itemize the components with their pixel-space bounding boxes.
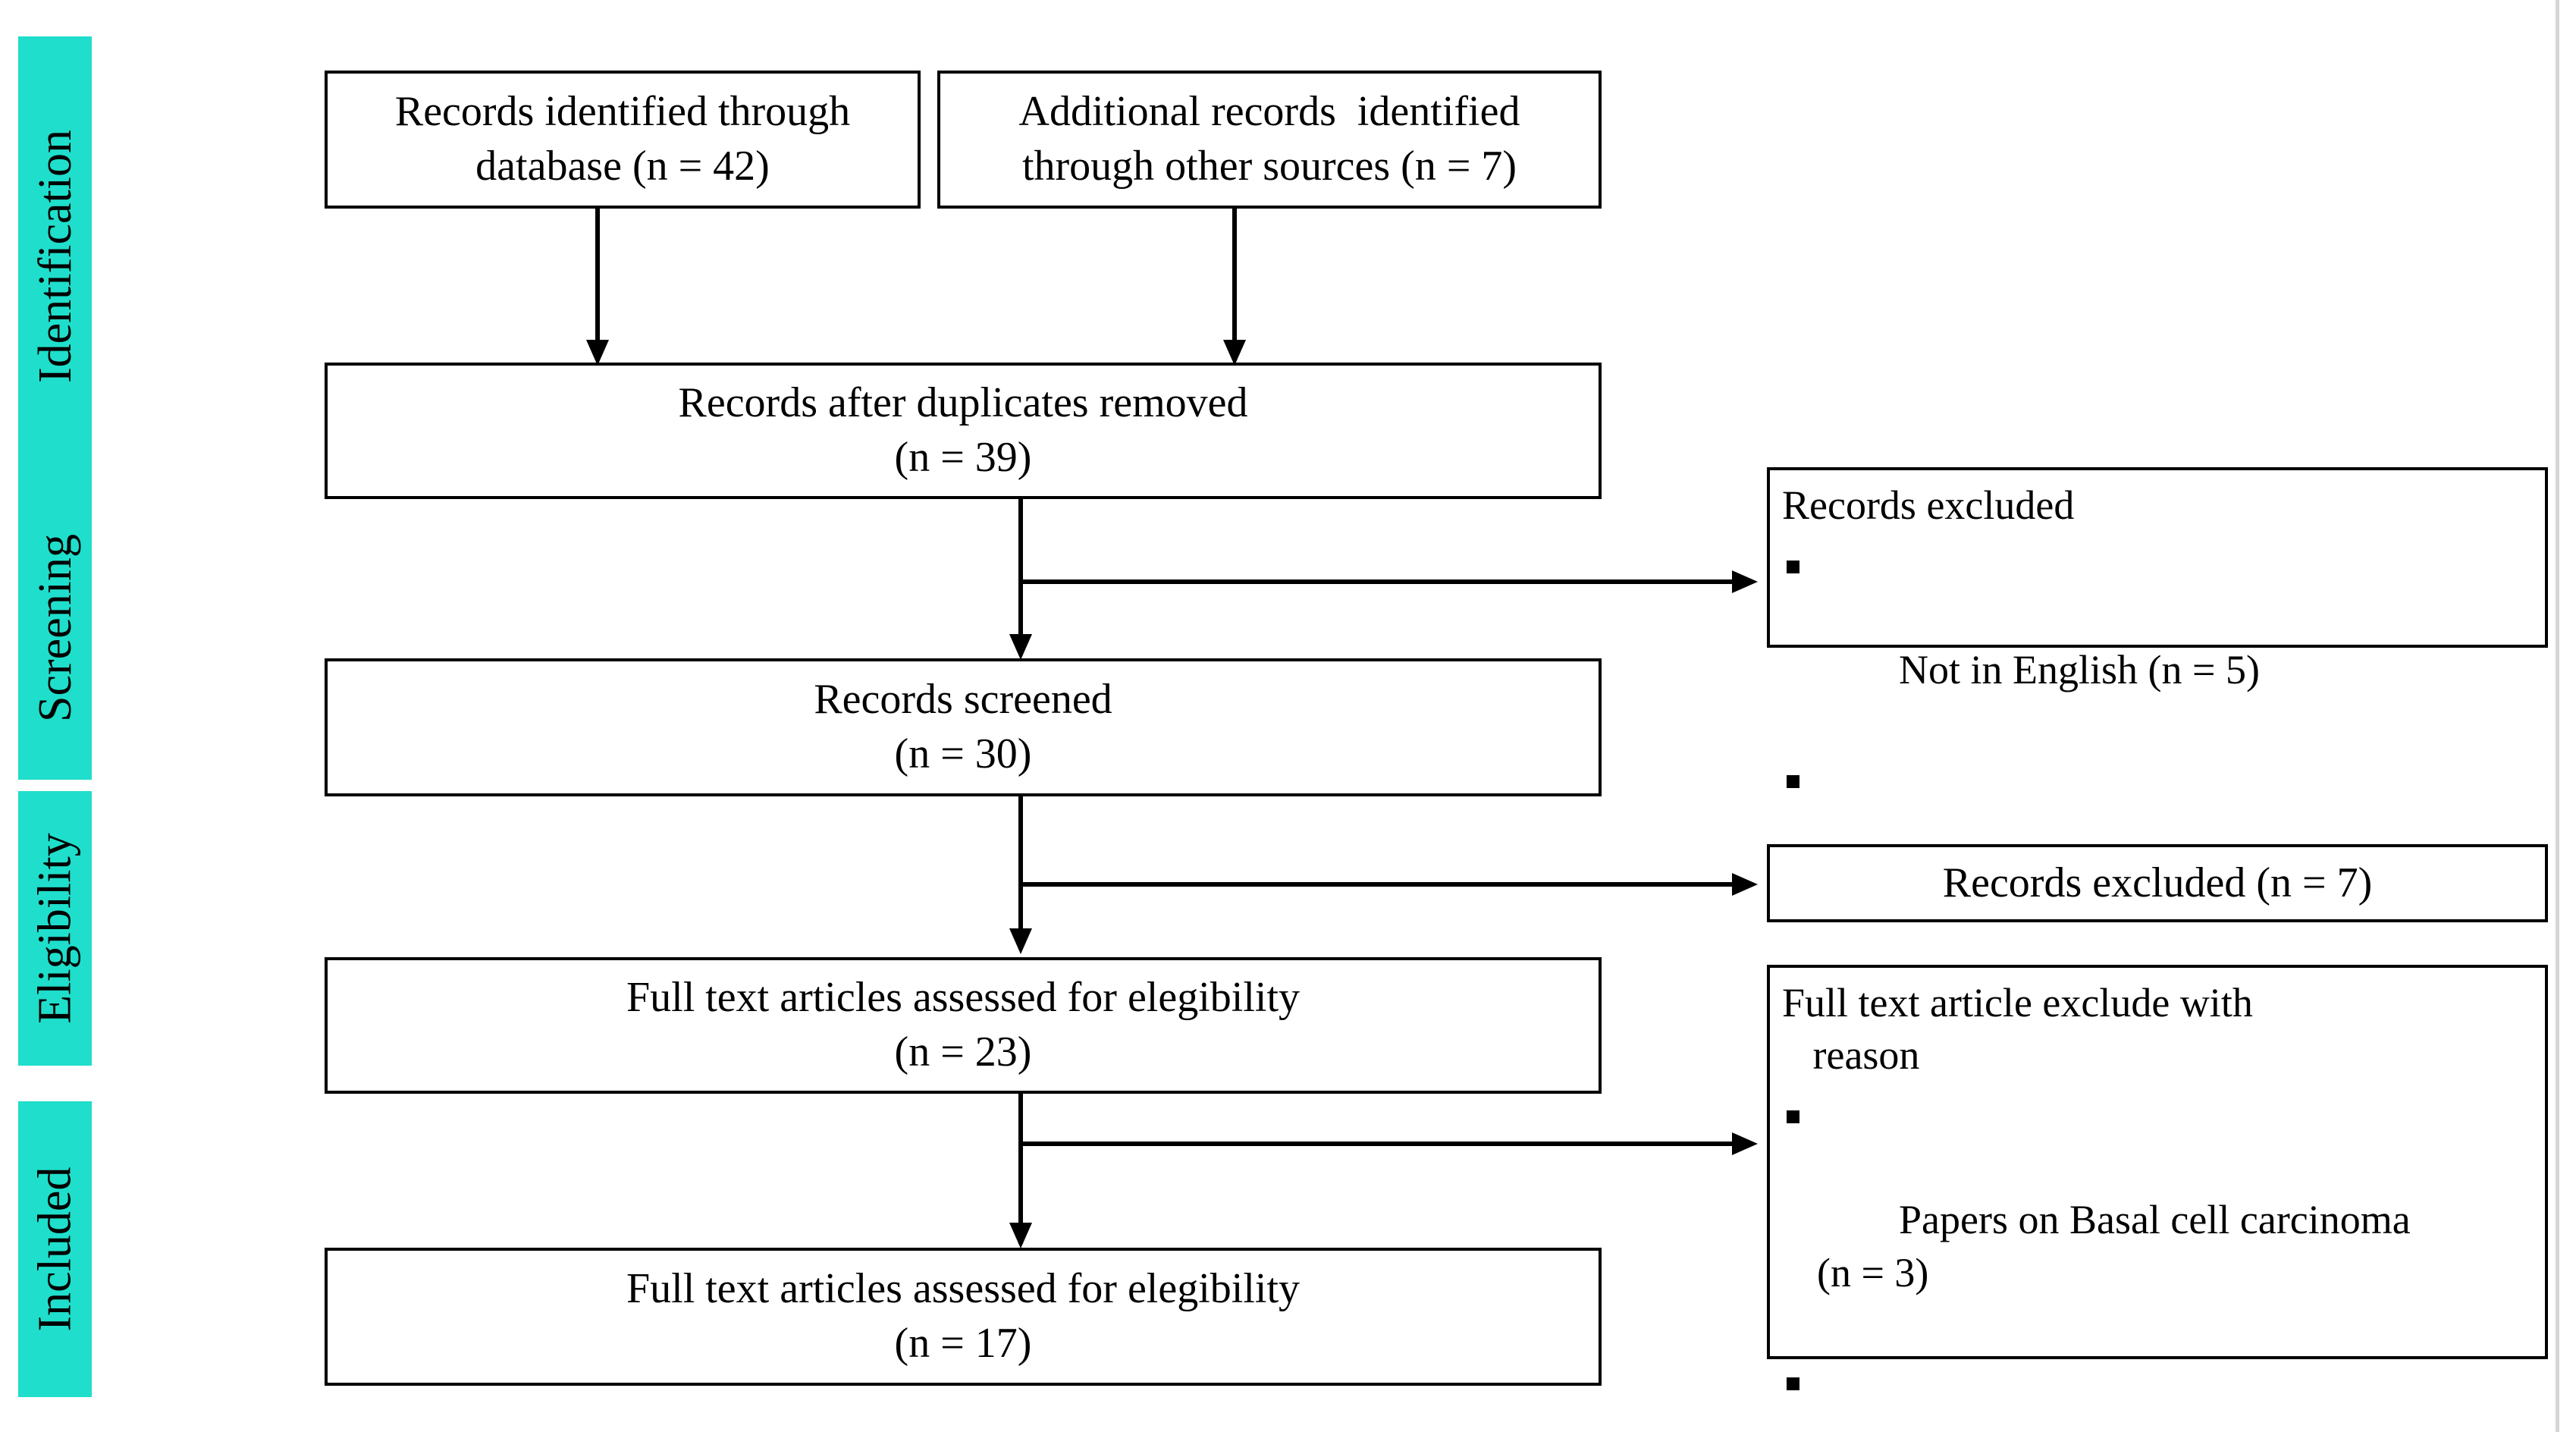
connector-eligibility-exclusion	[1018, 882, 1743, 887]
arrowhead-duplicates-to-screened	[1009, 634, 1032, 660]
stage-label-eligibility: Eligibility	[29, 833, 81, 1024]
bullet-icon	[1787, 1110, 1799, 1124]
stage-band-identification: Identification	[18, 36, 92, 476]
box-records-identified-database: Records identified through database (n =…	[325, 71, 921, 209]
box-line-1: Records identified through	[394, 88, 851, 136]
arrowhead-screened-to-fulltext	[1009, 928, 1032, 954]
stage-label-screening: Screening	[29, 534, 81, 722]
connector-database-to-duplicates	[595, 209, 600, 360]
box-line-2: (n = 30)	[894, 730, 1032, 777]
box-line-1: Records excluded (n = 7)	[1942, 859, 2373, 906]
connector-fulltext-to-included	[1018, 1094, 1023, 1244]
exclusion-heading: Records excluded	[1782, 482, 2075, 528]
box-line-2: through other sources (n = 7)	[1021, 143, 1517, 190]
box-additional-records-other-sources: Additional records identified through ot…	[937, 71, 1602, 209]
box-records-after-duplicates: Records after duplicates removed (n = 39…	[325, 363, 1602, 499]
stage-band-screening: Screening	[18, 476, 92, 780]
connector-screening-exclusion	[1018, 579, 1743, 584]
exclusion-reason-item: Papers on Lichen sclerosus (n = 2)	[1782, 1356, 2534, 1432]
stage-label-identification: Identification	[29, 130, 81, 383]
box-line-1: Records screened	[814, 676, 1112, 724]
box-full-text-included: Full text articles assessed for elegibil…	[325, 1248, 1602, 1386]
box-records-excluded-eligibility: Records excluded (n = 7)	[1767, 844, 2548, 922]
exclusion-reason-text: Not in English (n = 5)	[1899, 647, 2260, 693]
exclusion-heading: Full text article exclude with reason	[1782, 980, 2253, 1079]
bullet-icon	[1787, 561, 1799, 574]
exclusion-reason-item: Papers on Basal cell carcinoma (n = 3)	[1782, 1089, 2534, 1352]
arrowhead-eligibility-exclusion	[1732, 873, 1758, 896]
box-line-1: Records after duplicates removed	[678, 379, 1248, 427]
connector-other-sources-to-duplicates	[1232, 209, 1237, 360]
box-full-text-assessed: Full text articles assessed for elegibil…	[325, 957, 1602, 1094]
arrowhead-screening-exclusion	[1732, 570, 1758, 593]
exclusion-reason-list: Papers on Basal cell carcinoma (n = 3) P…	[1782, 1089, 2534, 1432]
page-right-rule	[2556, 0, 2559, 1432]
box-line-1: Full text articles assessed for elegibil…	[626, 1265, 1300, 1313]
exclusion-reason-item: Not in English (n = 5)	[1782, 539, 2534, 749]
box-line-2: (n = 17)	[894, 1320, 1032, 1367]
connector-duplicates-to-screened	[1018, 499, 1023, 655]
box-records-excluded-screening: Records excluded Not in English (n = 5) …	[1767, 467, 2548, 907]
stage-label-included: Included	[29, 1167, 81, 1332]
exclusion-reason-text: Papers on Basal cell carcinoma (n = 3)	[1817, 1197, 2411, 1295]
arrowhead-fulltext-to-included	[1009, 1223, 1032, 1248]
box-line-2: database (n = 42)	[475, 143, 770, 190]
connector-screened-to-fulltext	[1018, 796, 1023, 948]
box-line-2: (n = 23)	[894, 1028, 1032, 1076]
box-line-1: Full text articles assessed for elegibil…	[626, 974, 1300, 1022]
bullet-icon	[1787, 774, 1799, 788]
stage-band-included: Included	[18, 1101, 92, 1397]
arrowhead-database-to-duplicates	[586, 340, 609, 366]
arrowhead-fulltext-exclusion	[1732, 1132, 1758, 1155]
arrowhead-other-sources-to-duplicates	[1223, 340, 1246, 366]
box-records-screened: Records screened (n = 30)	[325, 658, 1602, 796]
box-full-text-excluded: Full text article exclude with reason Pa…	[1767, 965, 2548, 1390]
connector-fulltext-exclusion	[1018, 1142, 1743, 1146]
box-line-1: Additional records identified	[1018, 88, 1520, 136]
bullet-icon	[1787, 1377, 1799, 1390]
stage-band-eligibility: Eligibility	[18, 791, 92, 1066]
box-line-2: (n = 39)	[894, 434, 1032, 481]
